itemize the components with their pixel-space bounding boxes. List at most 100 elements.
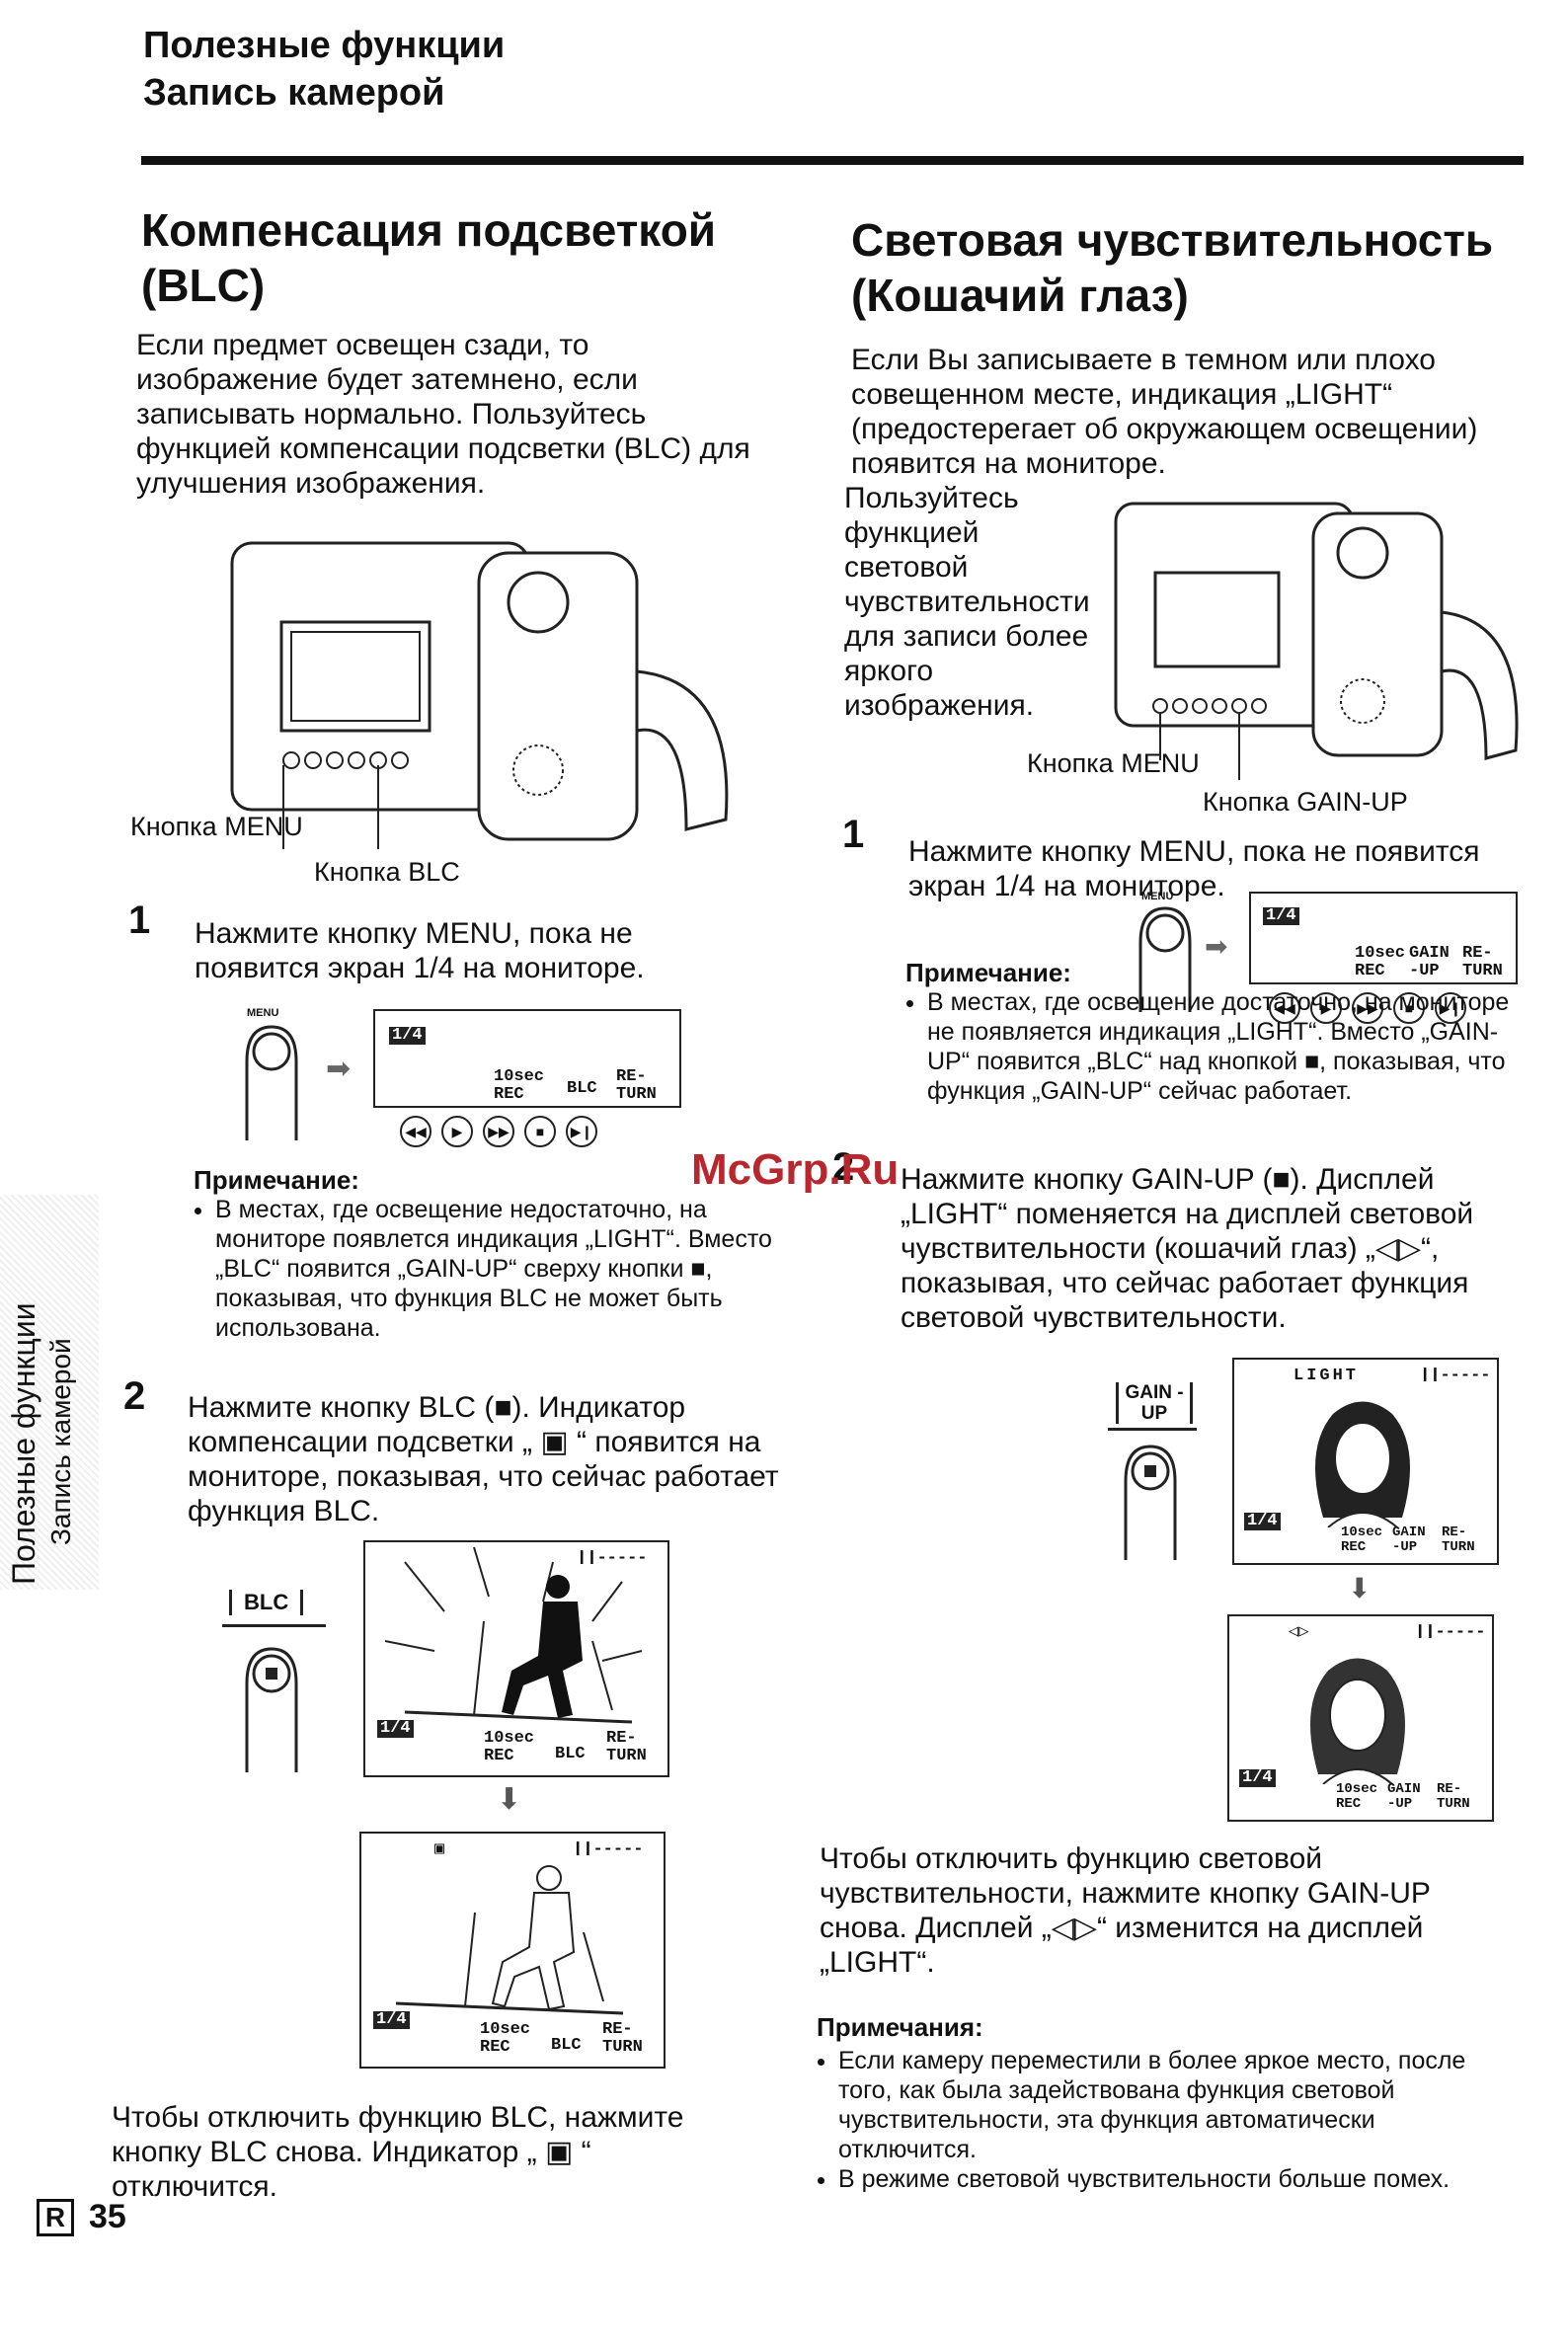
finger-blc-icon	[245, 1647, 298, 1772]
header-rule	[141, 156, 1524, 165]
label-menu-right: Кнопка MENU	[1027, 748, 1200, 778]
monitor-return-r3: RE- TURN	[1437, 1781, 1470, 1812]
playback-controls-left: ◀◀▶▶▶■▶❙	[400, 1116, 607, 1147]
monitor-return: RE- TURN	[616, 1067, 657, 1104]
monitor-rec-r3: 10sec REC	[1336, 1781, 1378, 1812]
light-indicator: LIGHT	[1294, 1367, 1360, 1385]
right-notes-item: В режиме световой чувствительности больш…	[838, 2164, 1468, 2194]
skier-light-illustration	[395, 1865, 624, 2015]
right-intro: Если Вы записываете в темном или плохо с…	[851, 344, 1478, 480]
finger-icon-right	[1138, 906, 1192, 1012]
monitor-return-r1: RE- TURN	[1462, 944, 1503, 980]
sidebar-line2: Запись камерой	[45, 1338, 76, 1545]
monitor-rec-r2: 10sec REC	[1341, 1525, 1383, 1555]
monitor-gain-r3: GAIN -UP	[1387, 1781, 1421, 1812]
quarter-badge-3: 1/4	[373, 2011, 410, 2029]
rewind-icon-r: ◀◀	[1269, 992, 1300, 1024]
sidebar-text: Полезные функции Запись камерой	[5, 1302, 80, 1585]
left-title: Компенсация подсветкой (BLC)	[141, 204, 717, 311]
left-step2-text: Нажмите кнопку BLC (■). Индикатор компен…	[188, 1391, 779, 1527]
monitor-rec-3: 10sec REC	[480, 2020, 531, 2057]
sidebar-tab: Полезные функции Запись камерой	[0, 1195, 99, 1590]
page-header: Полезные функции Запись камерой	[143, 22, 505, 117]
stop-icon-r: ■	[1393, 992, 1425, 1024]
left-note-text: В местах, где освещение недостаточно, на…	[215, 1195, 786, 1343]
page-number: 35	[89, 2198, 126, 2235]
monitor-return-r2: RE- TURN	[1442, 1525, 1475, 1555]
watermark: McGrp.Ru	[691, 1145, 900, 1194]
quarter-badge-2: 1/4	[377, 1720, 414, 1738]
blc-screen-after: ▣ ❙❙----- 1/4 10sec REC BLC RE- TURN	[359, 1832, 666, 2069]
stop-icon: ■	[524, 1116, 556, 1147]
right-note-text: В местах, где освещение достаточно, на м…	[927, 987, 1518, 1106]
quarter-badge-r2: 1/4	[1244, 1513, 1281, 1530]
woman-face-illustration	[1315, 1401, 1410, 1527]
pause-indicator-r2: ❙❙-----	[1420, 1367, 1491, 1385]
arrow-right-icon-right: ➡	[1205, 931, 1228, 962]
monitor-rec-r1: 10sec REC	[1355, 944, 1406, 980]
play-icon-r: ▶	[1310, 992, 1342, 1024]
label-blc-left: Кнопка BLC	[314, 857, 460, 887]
camera-illustration-right	[1114, 502, 1519, 780]
page-badge: R	[37, 2199, 74, 2236]
cat-eye-icon: ◁▷	[1289, 1623, 1309, 1642]
left-outro: Чтобы отключить функцию BLC, нажмите кно…	[112, 2101, 684, 2203]
monitor-menu-screen-left: 1/4 10sec REC BLC RE- TURN	[373, 1009, 681, 1108]
gain-key-label: GAIN -UP	[1116, 1382, 1193, 1424]
arrow-down-icon-right: ⬇	[1348, 1573, 1372, 1603]
right-outro: Чтобы отключить функцию световой чувстви…	[820, 1842, 1431, 1979]
skier-dark-illustration	[384, 1546, 643, 1724]
right-note-title: Примечание:	[905, 958, 1071, 987]
blc-screen-before: ❙❙----- 1/4 10sec REC BLC RE- TURN	[363, 1540, 669, 1777]
arrow-right-icon: ➡	[326, 1053, 352, 1085]
blc-key-line	[222, 1624, 326, 1627]
right-title: Световая чувствительность (Кошачий глаз)	[851, 214, 1494, 321]
monitor-blc: BLC	[567, 1079, 597, 1098]
left-intro: Если предмет освещен сзади, то изображен…	[136, 329, 750, 500]
monitor-menu-screen-right: 1/4 10sec REC GAIN -UP RE- TURN	[1249, 892, 1518, 984]
right-step2-number: 2	[832, 1145, 855, 1189]
monitor-blc-2: BLC	[555, 1745, 586, 1763]
right-notes: Если камеру переместили в более яркое ме…	[817, 2046, 1468, 2194]
pause-icon-r: ▶❙	[1435, 992, 1466, 1024]
blc-indicator-icon: ▣	[434, 1840, 445, 1859]
quarter-badge: 1/4	[389, 1027, 426, 1045]
left-step1-text: Нажмите кнопку MENU, пока не появится эк…	[195, 917, 645, 984]
pause-icon: ▶❙	[566, 1116, 597, 1147]
left-note-title: Примечание:	[194, 1165, 359, 1195]
label-menu-left: Кнопка MENU	[130, 812, 303, 841]
sidebar-line1: Полезные функции	[6, 1302, 41, 1585]
right-notes-title: Примечания:	[817, 2012, 983, 2042]
finger-menu-label: MENU	[247, 1007, 279, 1019]
header-line1: Полезные функции	[143, 25, 506, 66]
playback-controls-right: ◀◀▶▶▶■▶❙	[1269, 992, 1476, 1024]
finger-icon	[245, 1025, 298, 1140]
camera-illustration-left	[230, 541, 729, 849]
left-step2-number: 2	[123, 1374, 146, 1418]
play-icon: ▶	[441, 1116, 473, 1147]
monitor-gain-r1: GAIN -UP	[1409, 944, 1450, 980]
left-step1-number: 1	[128, 899, 151, 942]
header-line2: Запись камерой	[143, 72, 445, 114]
fast-forward-icon-r: ▶▶	[1352, 992, 1383, 1024]
right-notes-item: Если камеру переместили в более яркое ме…	[838, 2046, 1468, 2164]
pause-indicator-r3: ❙❙-----	[1415, 1623, 1486, 1642]
monitor-return-3: RE- TURN	[602, 2020, 643, 2057]
fast-forward-icon: ▶▶	[483, 1116, 514, 1147]
right-step1-number: 1	[842, 813, 865, 856]
monitor-rec: 10sec REC	[494, 1067, 545, 1104]
monitor-gain-r2: GAIN -UP	[1392, 1525, 1426, 1555]
monitor-blc-3: BLC	[551, 2036, 582, 2055]
gain-screen-after: ◁▷ ❙❙----- 1/4 10sec REC GAIN -UP RE- TU…	[1227, 1614, 1494, 1822]
arrow-down-icon: ⬇	[497, 1783, 522, 1816]
gain-screen-before: LIGHT ❙❙----- 1/4 10sec REC GAIN -UP RE-…	[1232, 1358, 1499, 1565]
pause-indicator: ❙❙-----	[577, 1549, 648, 1568]
finger-gain-icon	[1124, 1445, 1177, 1560]
gain-key-line	[1108, 1428, 1197, 1431]
pause-indicator-2: ❙❙-----	[573, 1840, 644, 1859]
monitor-rec-2: 10sec REC	[484, 1729, 535, 1765]
right-intro2: Пользуйтесь функцией световой чувствител…	[844, 482, 1090, 722]
blc-key-label: BLC	[229, 1590, 304, 1615]
right-step2-text: Нажмите кнопку GAIN-UP (■). Дисплей „LIG…	[901, 1163, 1474, 1334]
quarter-badge-r1: 1/4	[1263, 907, 1299, 925]
